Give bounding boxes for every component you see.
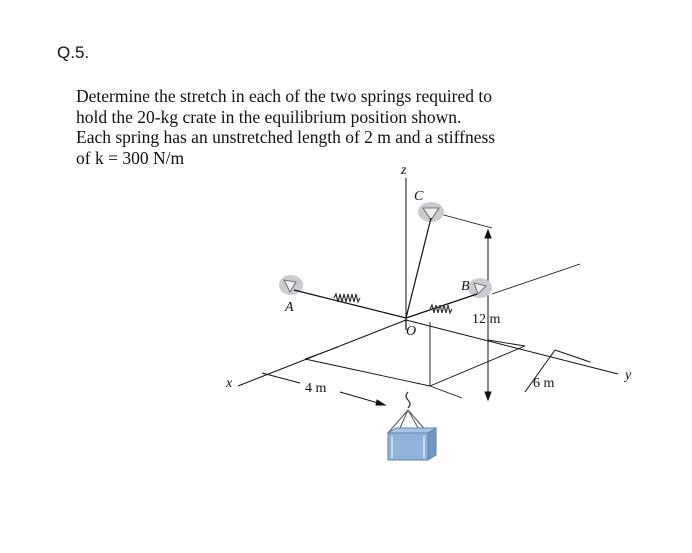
- spring-b: [429, 303, 453, 315]
- dim-12m-label: 12 m: [472, 312, 501, 327]
- cord-b: [405, 293, 478, 319]
- point-label-a: A: [284, 300, 294, 315]
- spring-a: [333, 292, 361, 304]
- support-a: [279, 275, 303, 295]
- problem-line-1: Determine the stretch in each of the two…: [76, 86, 492, 106]
- dim-6m-label: 6 m: [533, 376, 555, 391]
- axis-label-y: y: [623, 368, 632, 383]
- question-number: Q.5.: [57, 43, 90, 62]
- point-label-o: O: [406, 324, 416, 339]
- problem-statement: Determine the stretch in each of the two…: [76, 86, 548, 168]
- point-label-c: C: [414, 189, 424, 204]
- problem-line-3: Each spring has an unstretched length of…: [76, 127, 496, 147]
- dimension-4m: [261, 372, 387, 406]
- support-c: [418, 202, 444, 222]
- construction-lines: [304, 213, 581, 399]
- dim-4m-label: 4 m: [305, 381, 327, 396]
- cord-c: [405, 217, 432, 319]
- cords: [293, 217, 478, 330]
- problem-line-2: hold the 20-kg crate in the equilibrium …: [76, 106, 462, 127]
- problem-line-4: of k = 300 N/m: [76, 147, 185, 168]
- cord-a: [293, 289, 407, 319]
- axis-label-x: x: [225, 376, 233, 391]
- point-label-b: B: [461, 279, 470, 294]
- axis-label-z: z: [400, 163, 407, 178]
- support-b: [468, 278, 492, 298]
- y-axis: [405, 319, 619, 375]
- dimension-6m: [524, 349, 591, 393]
- crate: [386, 391, 438, 461]
- dimension-12m: [484, 228, 492, 402]
